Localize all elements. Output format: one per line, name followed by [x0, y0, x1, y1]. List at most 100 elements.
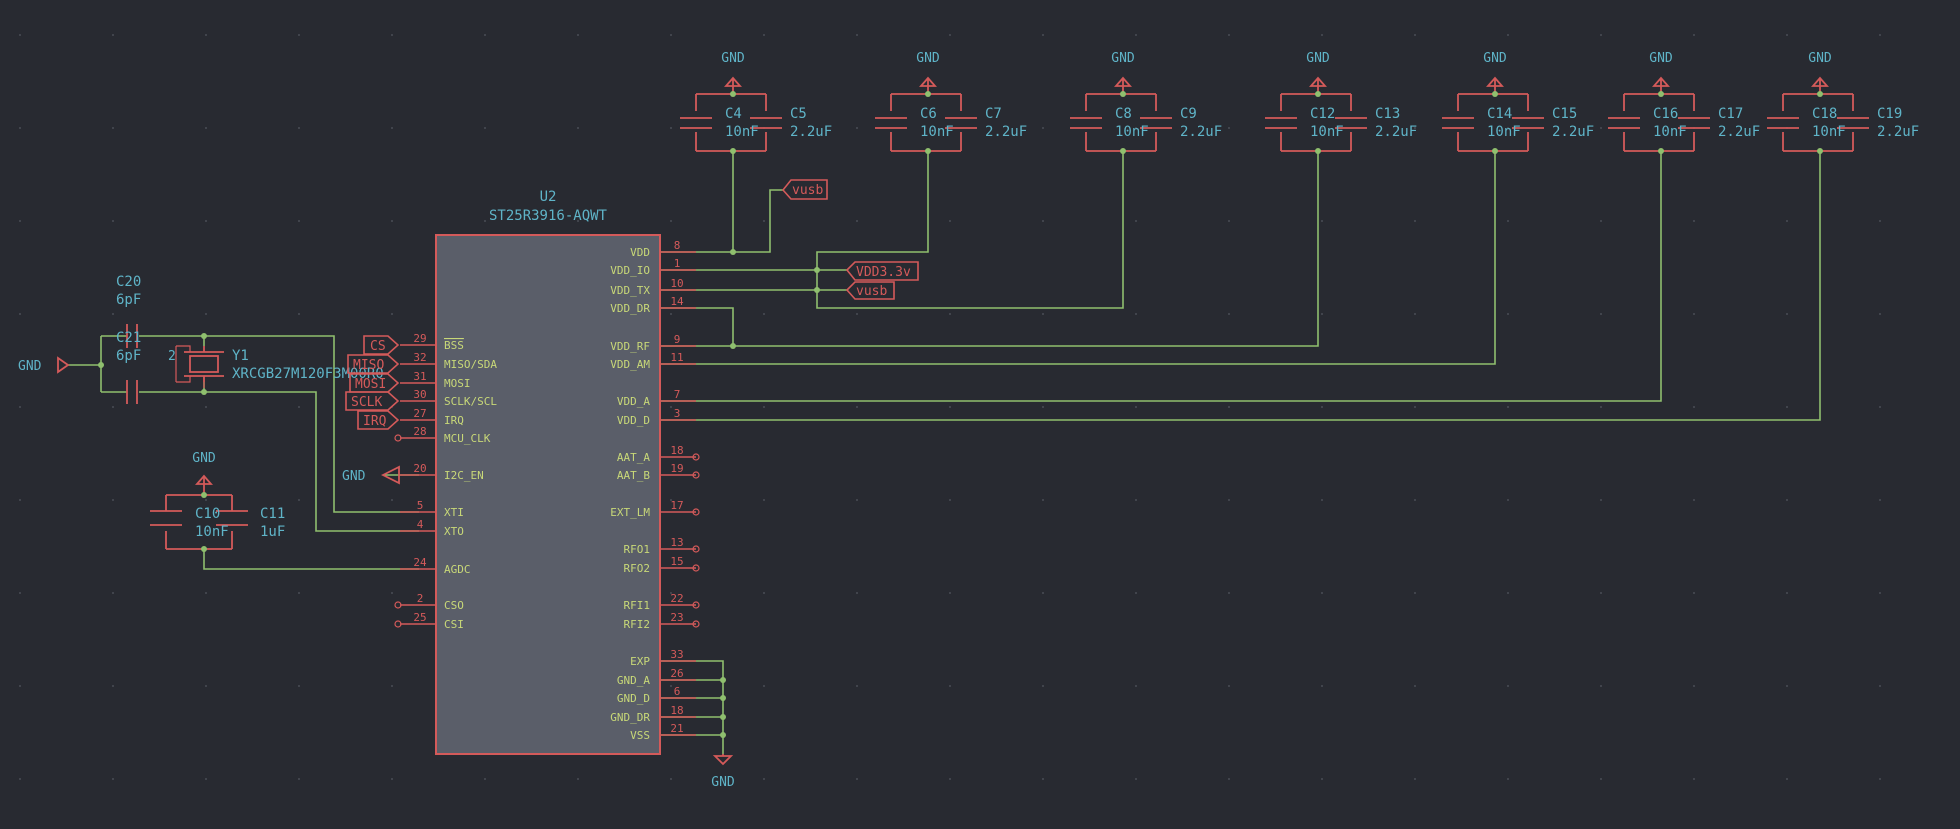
label-cs: CS — [370, 339, 386, 354]
pin-number: 21 — [670, 722, 683, 735]
pin-name: MISO/SDA — [444, 358, 497, 371]
cap-a-value: 10nF — [1812, 124, 1846, 140]
y1-value: XRCGB27M120F3M00R0 — [232, 366, 384, 382]
pin-name: VDD — [630, 246, 650, 259]
pin-number: 1 — [674, 257, 681, 270]
y1-pin-2: 2 — [168, 349, 176, 364]
cap-b-ref: C19 — [1877, 106, 1902, 122]
pin-name: I2C_EN — [444, 469, 484, 482]
cap-a-ref: C12 — [1310, 106, 1335, 122]
u2-pin-right[interactable]: AAT_B19 — [617, 462, 700, 482]
u2-pin-right[interactable]: EXT_LM 17 — [610, 499, 700, 519]
pin-number: 14 — [670, 295, 684, 308]
u2-pin-right[interactable]: VSS 21 — [630, 722, 696, 742]
label-miso: MISO — [353, 358, 384, 373]
u2-pin-right[interactable]: VDD_RF 9 — [610, 333, 696, 353]
pin-name: BSS — [444, 339, 464, 352]
u2-pin-right[interactable]: AAT_A18 — [617, 444, 700, 464]
pin-number: 18 — [670, 704, 683, 717]
pin-number: 2 — [417, 592, 424, 605]
crystal-circuit[interactable]: C20 6pF C21 6pF 2 Y1 XRCGB27M120F3M00R0 … — [18, 274, 384, 404]
pin-number: 17 — [670, 499, 683, 512]
cap-b-ref: C15 — [1552, 106, 1577, 122]
cap-a-value: 10nF — [1653, 124, 1687, 140]
u2-pin-right[interactable]: GND_A26 — [617, 667, 696, 687]
cap-b-value: 2.2uF — [1180, 124, 1222, 140]
cap-gnd-label: GND — [721, 51, 745, 66]
u2-pin-right[interactable]: VDD_A7 — [617, 388, 696, 408]
pin-number: 15 — [670, 555, 683, 568]
gnd-bottom-label: GND — [711, 775, 735, 790]
pin-name: CSO — [444, 599, 464, 612]
pin-number: 26 — [670, 667, 683, 680]
pin-number: 30 — [413, 388, 426, 401]
cap-a-ref: C4 — [725, 106, 742, 122]
u2-pin-right[interactable]: VDD_DR 14 — [610, 295, 696, 315]
cap-b-value: 2.2uF — [1375, 124, 1417, 140]
pin-name: VDD_RF — [610, 340, 650, 353]
label-vdd33: VDD3.3v — [856, 265, 911, 280]
pin-name: VDD_AM — [610, 358, 650, 371]
pin-number: 18 — [670, 444, 683, 457]
cap-a-ref: C18 — [1812, 106, 1837, 122]
cap-gnd-label: GND — [1306, 51, 1330, 66]
u2-pin-left[interactable]: CSO 2 — [400, 592, 464, 612]
cap-b-value: 2.2uF — [790, 124, 832, 140]
pin-name: EXT_LM — [610, 506, 650, 519]
u2-pin-right[interactable]: VDD_IO 1 — [610, 257, 696, 277]
pin-name: EXP — [630, 655, 650, 668]
cap-a-ref: C6 — [920, 106, 937, 122]
pin-name: AGDC — [444, 563, 471, 576]
c10-value: 10nF — [195, 524, 229, 540]
gnd-i2c-label: GND — [342, 469, 366, 484]
pin-name: RFI2 — [624, 618, 651, 631]
u2-pin-right[interactable]: GND_D6 — [617, 685, 696, 705]
cap-gnd-label: GND — [1483, 51, 1507, 66]
pin-name: VSS — [630, 729, 650, 742]
agdc-capacitors[interactable]: GND C10 10nF C11 1uF — [150, 451, 285, 552]
pin-name: VDD_DR — [610, 302, 650, 315]
wires — [68, 151, 1821, 754]
ic-u2[interactable]: U2 ST25R3916-AQWT BSS29MISO/SDA32MOSI31S… — [394, 189, 700, 755]
pin-number: 9 — [674, 333, 681, 346]
pin-name: VDD_A — [617, 395, 650, 408]
cap-a-ref: C16 — [1653, 106, 1678, 122]
cap-a-value: 10nF — [1115, 124, 1149, 140]
decoupling-capacitors: GNDC410nFC52.2uFGNDC610nFC72.2uFGNDC810n… — [680, 51, 1919, 154]
c21-ref: C21 — [116, 330, 141, 346]
pin-number: 27 — [413, 407, 426, 420]
u2-pin-right[interactable]: VDD_D3 — [617, 407, 696, 427]
pin-name: VDD_IO — [610, 264, 650, 277]
pin-number: 31 — [413, 370, 426, 383]
pin-number: 28 — [413, 425, 426, 438]
